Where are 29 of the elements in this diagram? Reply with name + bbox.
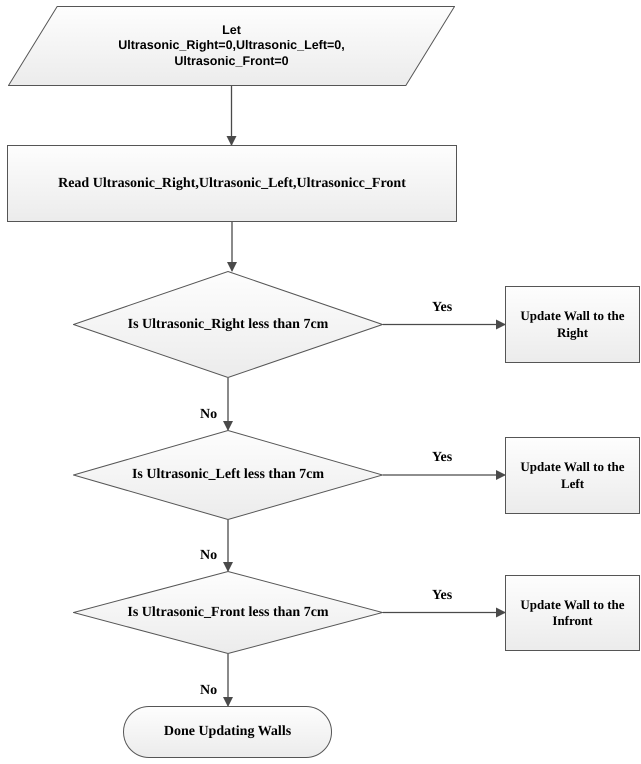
decision-diamond xyxy=(73,571,383,654)
arrow xyxy=(383,608,506,618)
arrow xyxy=(223,520,233,572)
input-parallelogram xyxy=(8,6,455,86)
node-text: Is Ultrasonic_Front less than 7cm xyxy=(126,604,330,622)
arrow xyxy=(223,654,233,707)
terminal-pill xyxy=(123,706,332,758)
node-text: Update Wall to the Left xyxy=(519,459,626,492)
process-box xyxy=(505,575,640,651)
edge-label: Yes xyxy=(430,588,454,602)
arrow xyxy=(226,86,236,146)
node-text: Update Wall to the Infront xyxy=(519,596,626,630)
arrow xyxy=(383,470,506,480)
arrow xyxy=(383,320,506,330)
node-text: Update Wall to the Right xyxy=(519,308,626,341)
arrow xyxy=(227,222,237,272)
decision-diamond xyxy=(73,430,383,520)
arrow xyxy=(223,378,233,431)
node-text: Ultrasonic_Right=0,Ultrasonic_Left=0, Ultrasonic_Front=0 xyxy=(117,38,346,70)
node-text: Is Ultrasonic_Left less than 7cm xyxy=(130,466,326,484)
node-text: Read Ultrasonic_Right,Ultrasonic_Left,Ultrasonicc_Front xyxy=(57,174,407,192)
decision-diamond xyxy=(73,271,383,378)
edge-label: Yes xyxy=(430,300,454,314)
node-text: Is Ultrasonic_Right less than 7cm xyxy=(126,316,330,334)
process-box xyxy=(505,286,640,363)
process-box xyxy=(7,145,457,222)
node-text: Let xyxy=(221,22,242,38)
process-box xyxy=(505,437,640,514)
node-text: Done Updating Walls xyxy=(162,723,292,741)
